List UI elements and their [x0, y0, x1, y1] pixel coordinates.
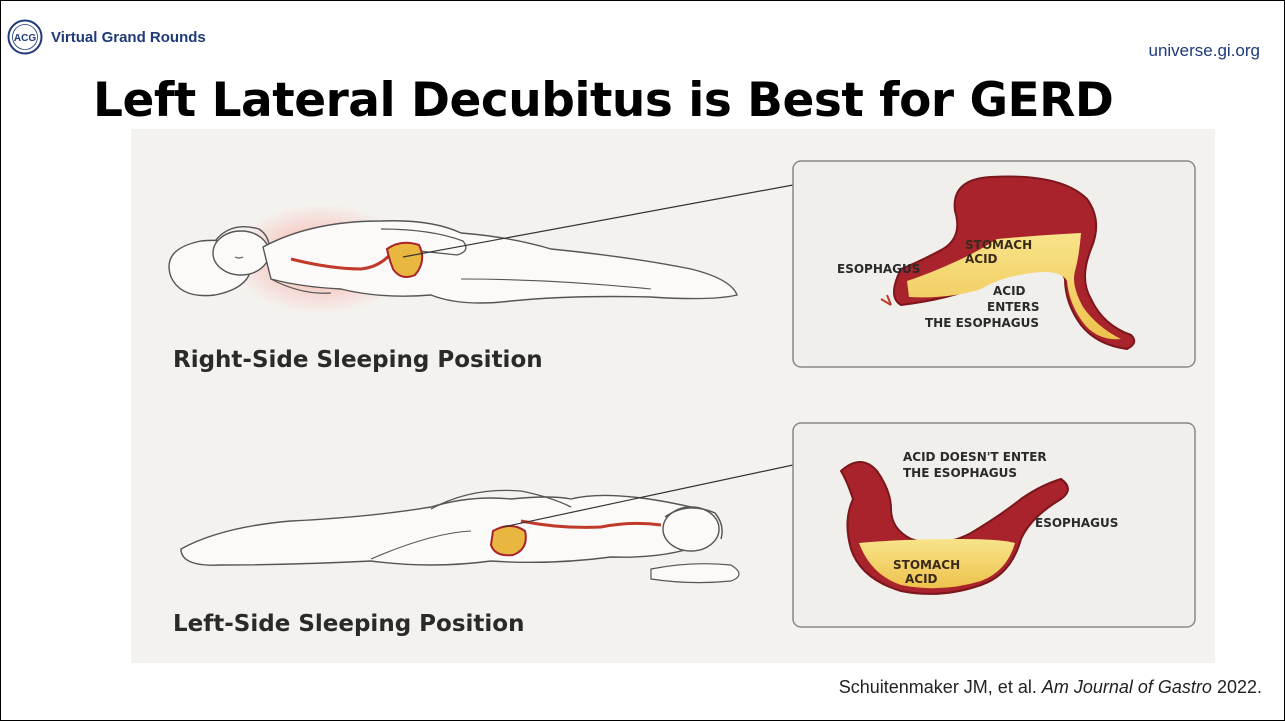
logo-text: ACG: [14, 33, 36, 44]
citation: Schuitenmaker JM, et al. Am Journal of G…: [839, 677, 1262, 698]
left-note-line-1: ACID DOESN'T ENTER: [903, 450, 1047, 464]
right-stomach-label-1: STOMACH: [965, 238, 1032, 252]
right-stomach-label-2: ACID: [965, 252, 998, 266]
left-esophagus-label: ESOPHAGUS: [1035, 516, 1118, 530]
left-stomach-label-2: ACID: [905, 572, 938, 586]
right-note-line-2: ENTERS: [987, 300, 1040, 314]
left-side-caption: Left-Side Sleeping Position: [173, 611, 524, 637]
sleeping-position-illustration: Right-Side Sleeping Position STOMACH ACI…: [131, 129, 1215, 663]
right-side-stomach-panel: STOMACH ACID ESOPHAGUS ACID ENTERS THE E…: [793, 161, 1195, 367]
citation-year: 2022.: [1217, 677, 1262, 697]
right-note-line-1: ACID: [993, 284, 1026, 298]
citation-authors: Schuitenmaker JM, et al.: [839, 677, 1037, 697]
citation-journal: Am Journal of Gastro: [1042, 677, 1212, 697]
right-esophagus-label: ESOPHAGUS: [837, 262, 920, 276]
left-note-line-2: THE ESOPHAGUS: [903, 466, 1017, 480]
slide-title: Left Lateral Decubitus is Best for GERD: [93, 73, 1113, 128]
brand-name: Virtual Grand Rounds: [51, 29, 206, 46]
right-side-caption: Right-Side Sleeping Position: [173, 347, 543, 373]
left-stomach-label-1: STOMACH: [893, 558, 960, 572]
site-url: universe.gi.org: [1148, 41, 1260, 61]
right-note-line-3: THE ESOPHAGUS: [925, 316, 1039, 330]
left-side-stomach-panel: ACID DOESN'T ENTER THE ESOPHAGUS ESOPHAG…: [793, 423, 1195, 627]
acg-logo: ACG: [7, 19, 43, 55]
